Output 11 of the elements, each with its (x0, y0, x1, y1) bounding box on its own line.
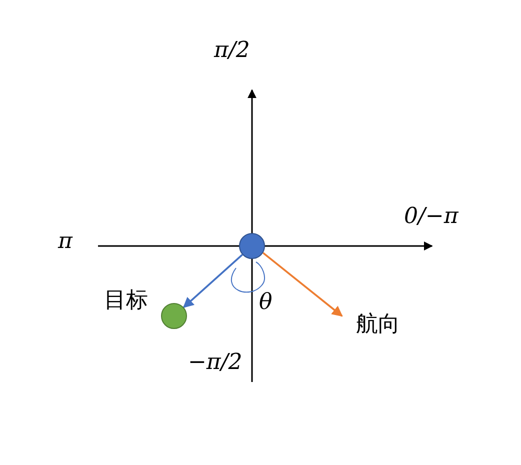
angle-label: π/2 (214, 40, 250, 62)
arrow (182, 254, 243, 308)
angle-label: π (58, 231, 72, 253)
node-caption: 目标 (104, 290, 148, 312)
target-circle (161, 303, 187, 329)
heading-label: 航向 (356, 314, 400, 336)
origin-circle (239, 233, 265, 259)
angle-label: −π/2 (188, 352, 242, 374)
angle-label: 0/−π (404, 206, 458, 228)
angle-symbol: θ (259, 292, 272, 314)
arrow (262, 252, 343, 317)
